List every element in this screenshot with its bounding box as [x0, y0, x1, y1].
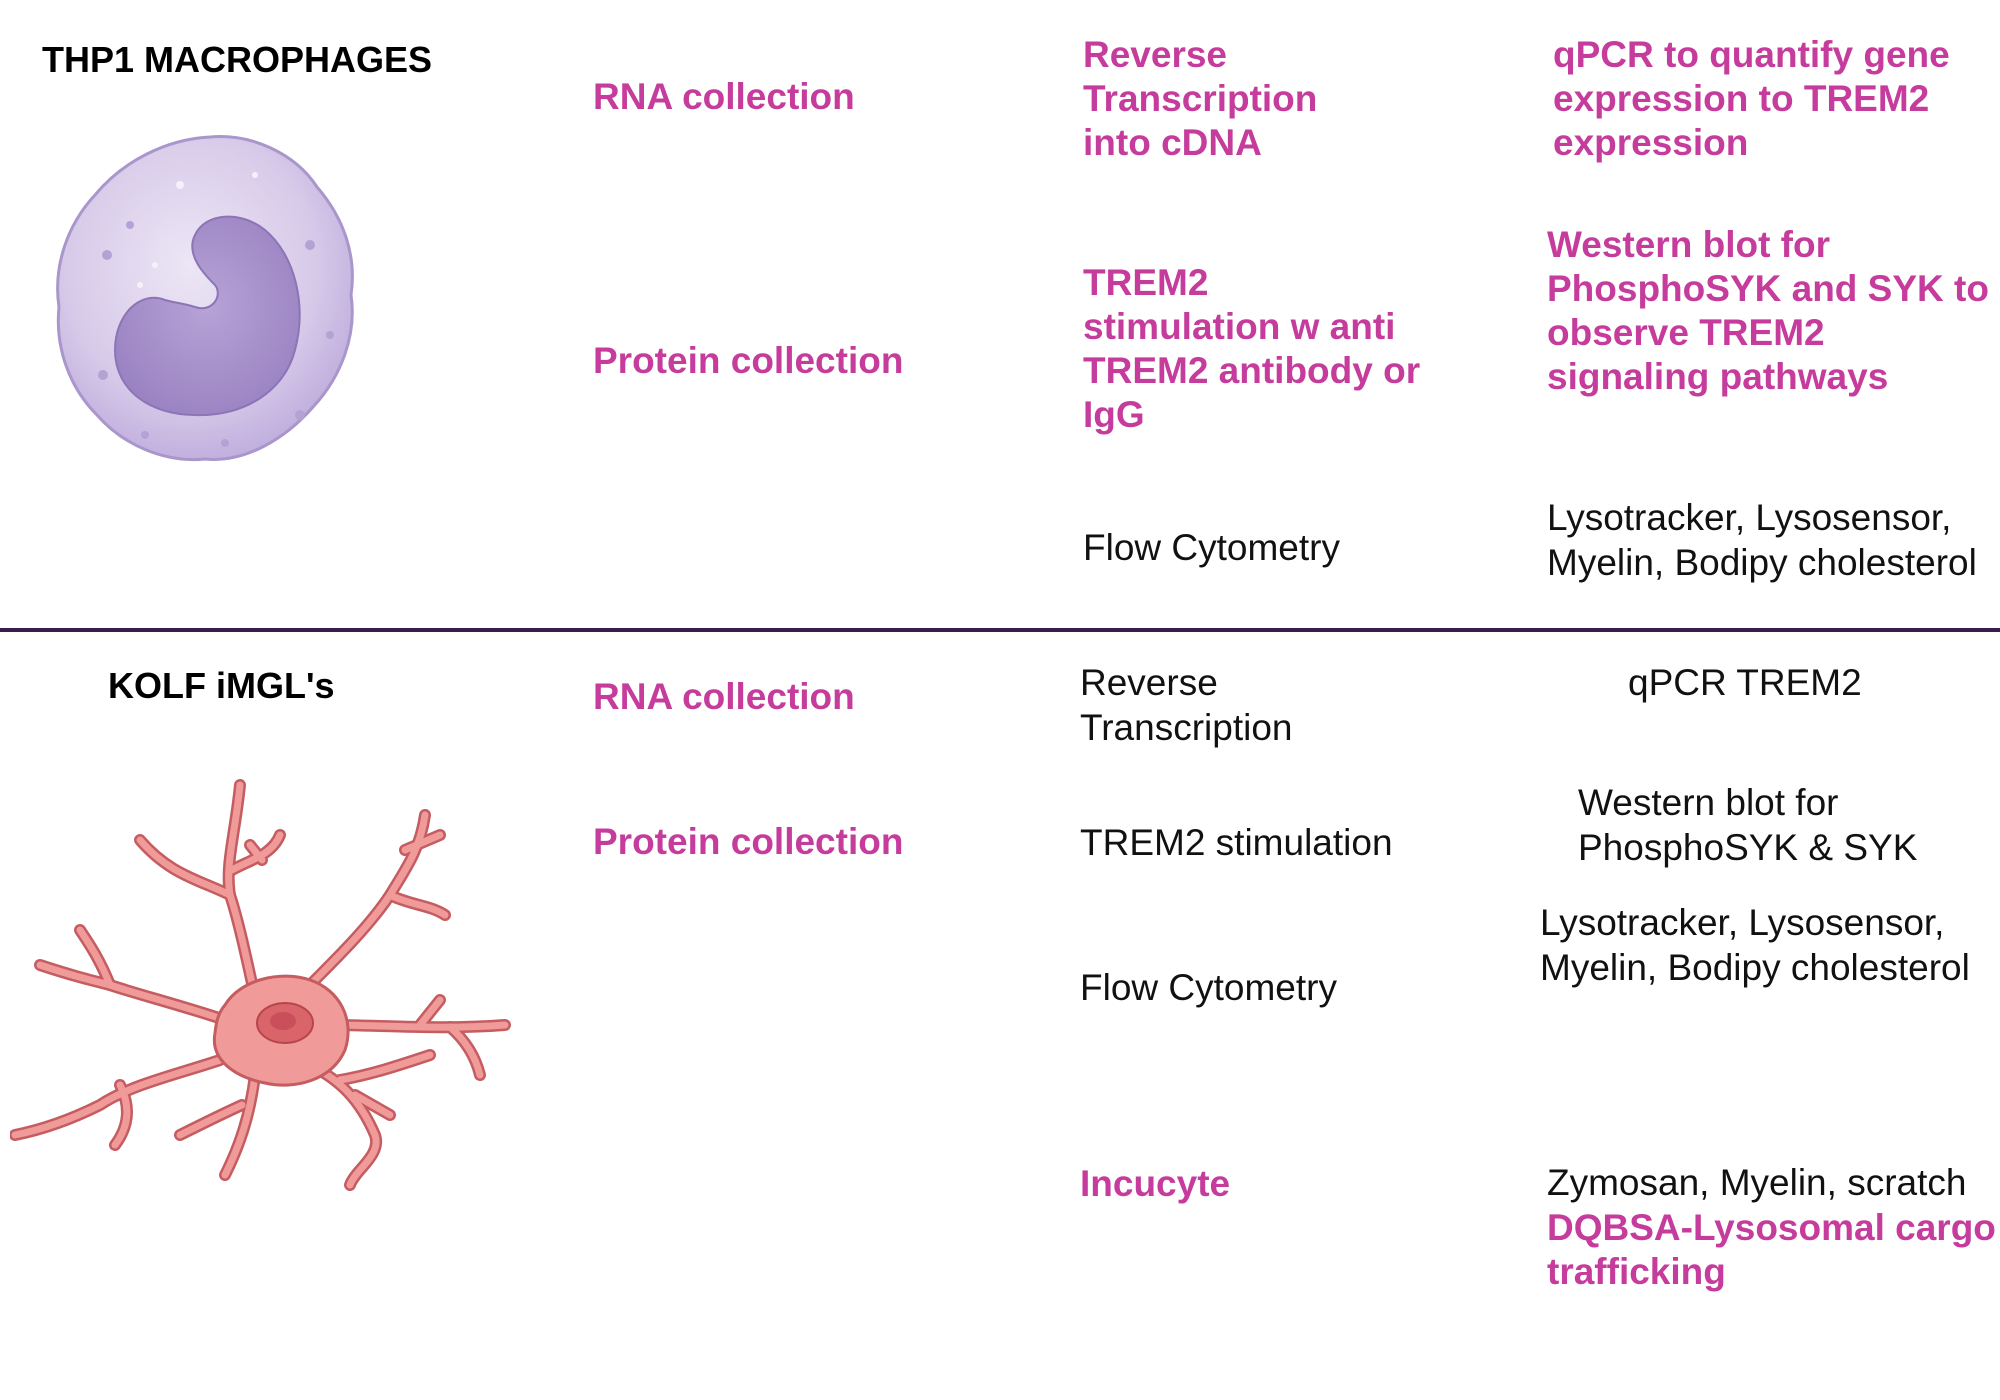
thp1-rna-collection: RNA collection	[593, 76, 855, 117]
kolf-incucyte: Incucyte	[1080, 1163, 1231, 1204]
kolf-reverse-transcription: Reverse Transcription	[1080, 662, 1293, 748]
thp1-protein-collection: Protein collection	[593, 340, 904, 381]
kolf-incucyte-readouts-highlight: DQBSA-Lysosomal cargo trafficking	[1547, 1207, 1996, 1292]
kolf-protein-collection: Protein collection	[593, 821, 904, 862]
thp1-qpcr: qPCR to quantify gene expression to TREM…	[1553, 34, 1950, 163]
thp1-flow-readouts: Lysotracker, Lysosensor, Myelin, Bodipy …	[1547, 497, 1977, 583]
kolf-flow-readouts: Lysotracker, Lysosensor, Myelin, Bodipy …	[1540, 902, 1970, 988]
thp1-trem2-stimulation: TREM2 stimulation w anti TREM2 antibody …	[1083, 262, 1421, 435]
kolf-qpcr: qPCR TREM2	[1628, 662, 1862, 703]
thp1-section-title: THP1 MACROPHAGES	[42, 39, 433, 80]
microglia-cell-icon	[10, 779, 511, 1191]
macrophage-cell-icon	[56, 134, 354, 462]
kolf-incucyte-readouts: Zymosan, Myelin, scratch	[1547, 1162, 1967, 1203]
kolf-section-title: KOLF iMGL's	[108, 665, 335, 706]
kolf-trem2-stimulation: TREM2 stimulation	[1080, 822, 1393, 863]
kolf-rna-collection: RNA collection	[593, 676, 855, 717]
kolf-flow-cytometry: Flow Cytometry	[1080, 967, 1337, 1008]
kolf-western-blot: Western blot for PhosphoSYK & SYK	[1578, 782, 1918, 868]
thp1-flow-cytometry: Flow Cytometry	[1083, 527, 1340, 568]
thp1-reverse-transcription: Reverse Transcription into cDNA	[1083, 34, 1318, 163]
section-divider	[0, 628, 2000, 632]
thp1-western-blot: Western blot for PhosphoSYK and SYK to o…	[1547, 224, 1989, 397]
